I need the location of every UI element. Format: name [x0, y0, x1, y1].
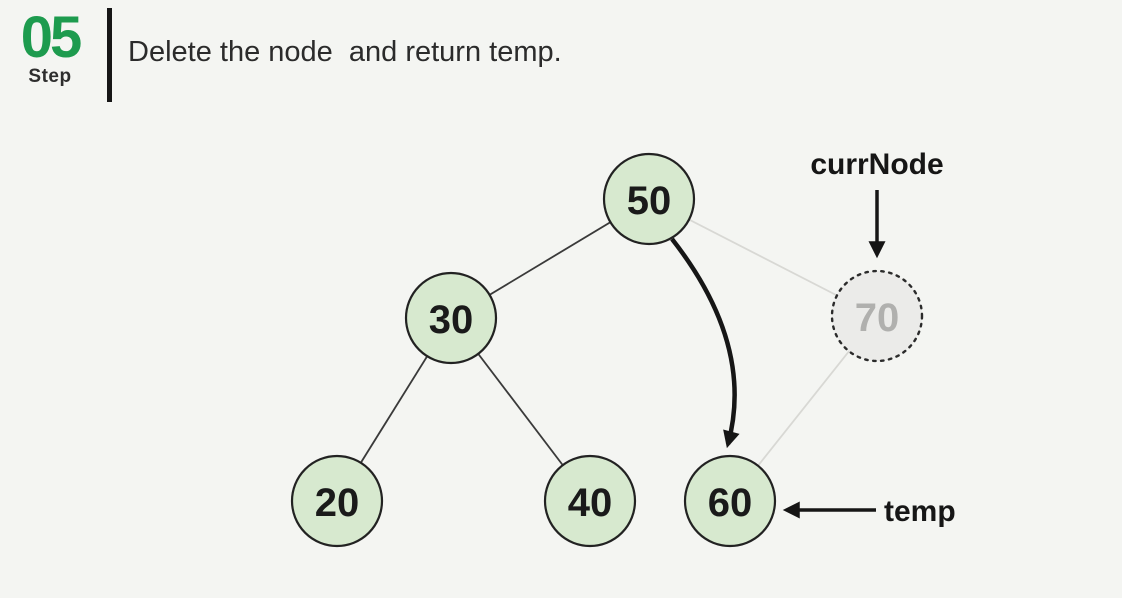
- node-40-circle: [543, 454, 637, 548]
- node-20-circle: [290, 454, 384, 548]
- node-20: 20: [290, 454, 384, 548]
- relink-curve-arrow: [670, 237, 740, 449]
- node-40: 40: [543, 454, 637, 548]
- header-divider: [107, 8, 112, 102]
- temp-pointer: temp: [782, 495, 956, 528]
- tree-edges: [336, 198, 650, 502]
- node-30-value: 30: [429, 298, 474, 342]
- step-number: 05: [20, 5, 83, 70]
- step-badge: 05 Step: [16, 5, 84, 88]
- node-50-circle: [602, 152, 696, 246]
- node-50-value: 50: [627, 179, 672, 223]
- currnode-pointer: currNode: [810, 148, 944, 259]
- temp-label: temp: [884, 495, 956, 528]
- node-60: 60: [683, 454, 777, 548]
- node-60-circle: [683, 454, 777, 548]
- node-40-value: 40: [568, 481, 613, 525]
- step-title: Delete the node and return temp.: [128, 36, 562, 68]
- node-50: 50: [602, 152, 696, 246]
- step-label: Step: [28, 66, 72, 88]
- node-70-deleted: 70: [830, 269, 924, 363]
- node-70-circle: [830, 269, 924, 363]
- currnode-label: currNode: [810, 148, 943, 181]
- faded-edges: [648, 198, 878, 502]
- node-70-value: 70: [855, 296, 900, 340]
- node-60-value: 60: [708, 481, 753, 525]
- node-30-circle: [404, 271, 498, 365]
- node-20-value: 20: [315, 481, 360, 525]
- node-30: 30: [404, 271, 498, 365]
